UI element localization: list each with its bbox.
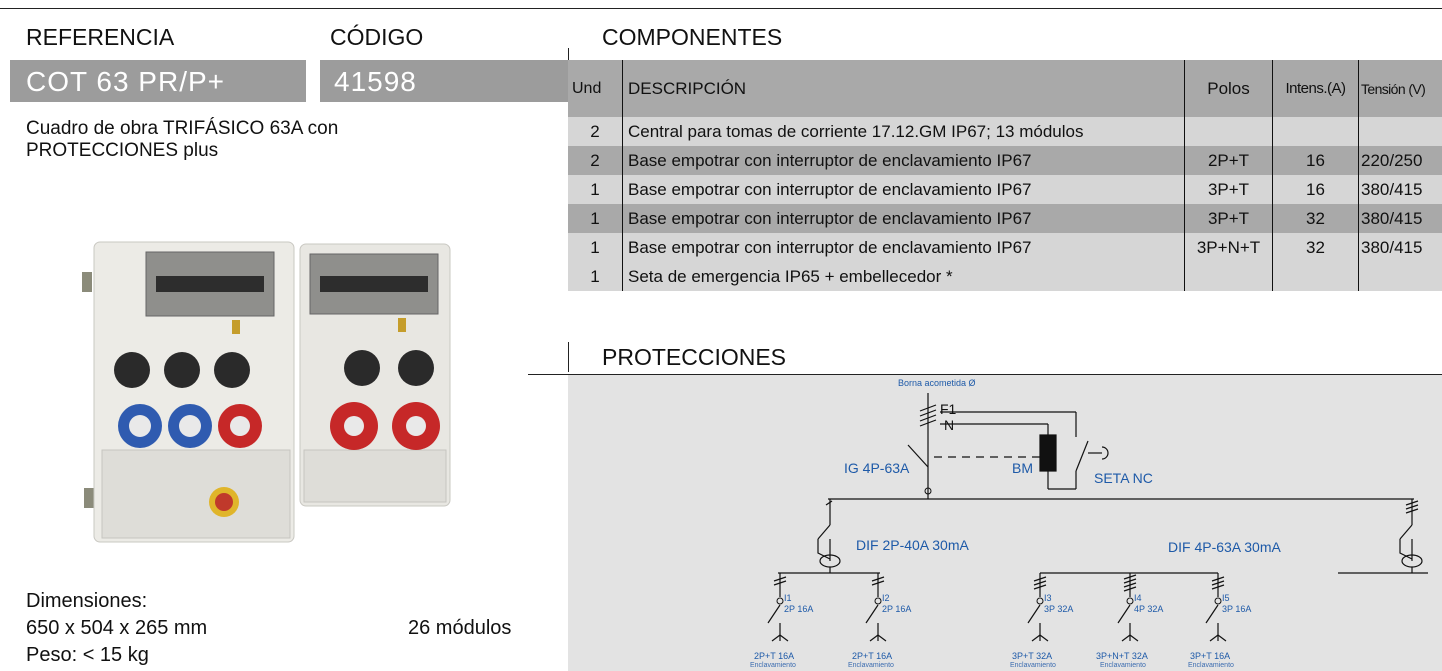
table-row: 1 Base empotrar con interruptor de encla…: [568, 175, 1442, 205]
product-description: Cuadro de obra TRIFÁSICO 63A con PROTECC…: [26, 118, 339, 161]
section-tick: [568, 48, 569, 60]
product-reference: COT 63 PR/P+: [26, 66, 226, 97]
col-header-descripcion-text: DESCRIPCIÓN: [628, 78, 747, 98]
cell-intens: 16: [1272, 175, 1358, 204]
cell-tension: 220/250: [1358, 146, 1442, 175]
breaker-id: I4: [1134, 593, 1142, 603]
breaker-rating: 3P 16A: [1222, 604, 1252, 614]
cell-desc: Seta de emergencia IP65 + embellecedor *: [622, 262, 1184, 291]
top-rule: [0, 8, 1442, 9]
cell-intens: 32: [1272, 233, 1358, 262]
ig-label: IG 4P-63A: [844, 460, 910, 476]
cell-und: 2: [590, 150, 600, 170]
breaker-rating: 2P 16A: [784, 604, 814, 614]
col-header-und: Und: [572, 79, 602, 97]
outlet-label: 3P+T 32A: [1012, 651, 1053, 661]
table-row: 2 Central para tomas de corriente 17.12.…: [568, 117, 1442, 147]
cell-desc: Base empotrar con interruptor de enclava…: [622, 233, 1184, 262]
cell-desc-text: Seta de emergencia IP65 + embellecedor *: [628, 266, 953, 286]
cell-desc: Base empotrar con interruptor de enclava…: [622, 175, 1184, 204]
cell-und: 1: [590, 179, 600, 199]
cell-desc-text: Base empotrar con interruptor de enclava…: [628, 237, 1032, 257]
outlet-label: 2P+T 16A: [852, 651, 893, 661]
cell-desc: Base empotrar con interruptor de enclava…: [622, 146, 1184, 175]
referencia-label: REFERENCIA: [26, 24, 175, 50]
table-header-row: Und DESCRIPCIÓN Polos Intens.(A) Tensión…: [568, 60, 1442, 118]
breaker-rating: 4P 32A: [1134, 604, 1164, 614]
outlet-note: Enclavamiento: [848, 662, 894, 669]
col-header-descripcion: DESCRIPCIÓN: [622, 60, 1184, 117]
cell-polos: 3P+N+T: [1184, 233, 1272, 262]
title-band: COT 63 PR/P+ 41598: [10, 60, 568, 102]
cell-polos: 2P+T: [1184, 146, 1272, 175]
outlet-label: 2P+T 16A: [754, 651, 795, 661]
cell-desc: Central para tomas de corriente 17.12.GM…: [622, 117, 1184, 146]
col-header-tension: Tensión (V): [1358, 60, 1442, 117]
cell-desc-text: Central para tomas de corriente 17.12.GM…: [628, 121, 1084, 141]
product-photo: [82, 236, 502, 566]
protecciones-title: PROTECCIONES: [602, 344, 787, 370]
componentes-table: Und DESCRIPCIÓN Polos Intens.(A) Tensión…: [568, 60, 1442, 291]
breaker-id: I1: [784, 593, 792, 603]
table-row: 1 Seta de emergencia IP65 + embellecedor…: [568, 262, 1442, 291]
cell-und: 1: [590, 237, 600, 257]
outlet-label: 3P+N+T 32A: [1096, 651, 1148, 661]
wiring-diagram: Borna acometida Ø F1 N IG 4P-63A BM SETA…: [568, 375, 1442, 671]
dimensions-label: Dimensiones:: [26, 590, 148, 612]
cell-desc-text: Base empotrar con interruptor de enclava…: [628, 208, 1032, 228]
n-label: N: [944, 417, 955, 433]
cell-polos: 3P+T: [1184, 204, 1272, 233]
breaker-rating: 3P 32A: [1044, 604, 1074, 614]
cell-und: 1: [590, 266, 600, 286]
borna-label: Borna acometida Ø: [898, 378, 976, 388]
cell-tension: 380/415: [1358, 175, 1442, 204]
cell-intens: [1272, 262, 1358, 291]
breaker-id: I2: [882, 593, 890, 603]
outlet-note: Enclavamiento: [1188, 662, 1234, 669]
outlet-note: Enclavamiento: [750, 662, 796, 669]
modules-count: 26 módulos: [408, 617, 512, 639]
cell-und: 1: [590, 208, 600, 228]
cell-polos: [1184, 117, 1272, 146]
cell-intens: [1272, 117, 1358, 146]
dif1-label: DIF 2P-40A 30mA: [856, 537, 969, 553]
cell-und: 2: [590, 121, 600, 141]
bm-label: BM: [1012, 460, 1033, 476]
breaker-rating: 2P 16A: [882, 604, 912, 614]
cell-intens: 16: [1272, 146, 1358, 175]
col-header-intensidad: Intens.(A): [1272, 60, 1358, 117]
band-separator: [306, 60, 320, 102]
outlet-label: 3P+T 16A: [1190, 651, 1231, 661]
table-row: 2 Base empotrar con interruptor de encla…: [568, 146, 1442, 176]
breaker-id: I5: [1222, 593, 1230, 603]
cell-intens: 32: [1272, 204, 1358, 233]
seta-label: SETA NC: [1094, 470, 1153, 486]
col-header-polos: Polos: [1184, 60, 1272, 117]
breaker-id: I3: [1044, 593, 1052, 603]
cell-polos: 3P+T: [1184, 175, 1272, 204]
cell-tension: [1358, 117, 1442, 146]
cell-desc-text: Base empotrar con interruptor de enclava…: [628, 179, 1032, 199]
cell-polos: [1184, 262, 1272, 291]
dimensions-value: 650 x 504 x 265 mm: [26, 617, 208, 639]
table-row: 1 Base empotrar con interruptor de encla…: [568, 204, 1442, 234]
componentes-title: COMPONENTES: [602, 24, 783, 50]
weight: Peso: < 15 kg: [26, 644, 149, 666]
codigo-label: CÓDIGO: [330, 24, 424, 50]
section-rule: [528, 374, 1442, 375]
cell-desc: Base empotrar con interruptor de enclava…: [622, 204, 1184, 233]
cell-tension: [1358, 262, 1442, 291]
cell-tension: 380/415: [1358, 204, 1442, 233]
outlet-note: Enclavamiento: [1100, 662, 1146, 669]
wiring-diagram-lines: [767, 393, 1428, 642]
table-row: 1 Base empotrar con interruptor de encla…: [568, 233, 1442, 263]
f1-label: F1: [940, 401, 957, 417]
cell-desc-text: Base empotrar con interruptor de enclava…: [628, 150, 1032, 170]
section-tick: [568, 342, 569, 372]
product-code: 41598: [334, 66, 417, 97]
dif2-label: DIF 4P-63A 30mA: [1168, 539, 1281, 555]
cell-tension: 380/415: [1358, 233, 1442, 262]
outlet-note: Enclavamiento: [1010, 662, 1056, 669]
